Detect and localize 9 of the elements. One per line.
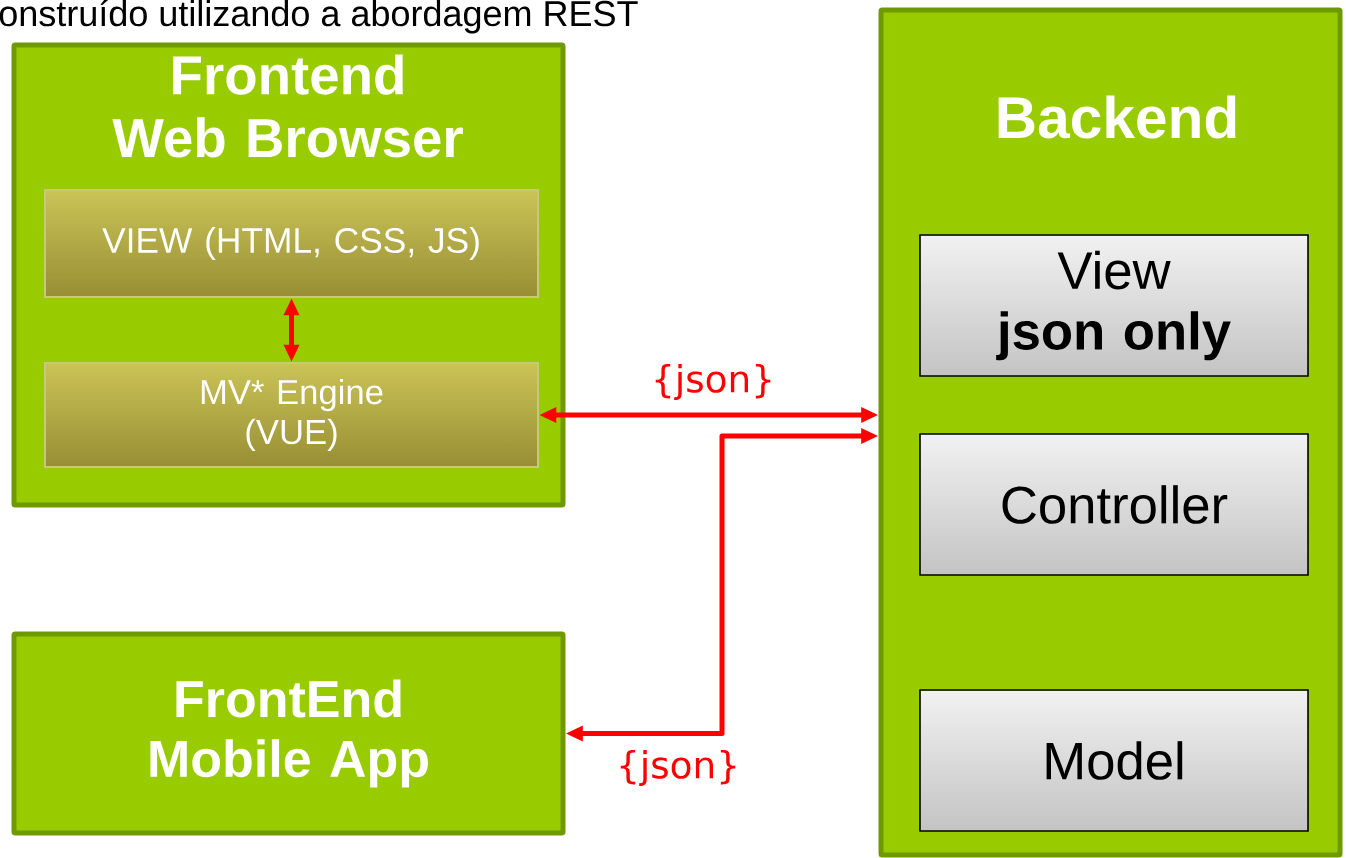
panel: FrontEnd Mobile App (11, 631, 566, 836)
component-box: Model (919, 689, 1309, 832)
component-box: View json only (919, 234, 1309, 377)
layer-box: VIEW (HTML, CSS, JS) (44, 189, 539, 298)
component-box: Controller (919, 433, 1309, 576)
heading-text: onstruído utilizando a abordagem REST (0, 0, 638, 34)
edge-label: {json} (614, 748, 742, 788)
layer-box: MV* Engine (VUE) (44, 362, 539, 468)
edge-label: {json} (649, 362, 777, 402)
